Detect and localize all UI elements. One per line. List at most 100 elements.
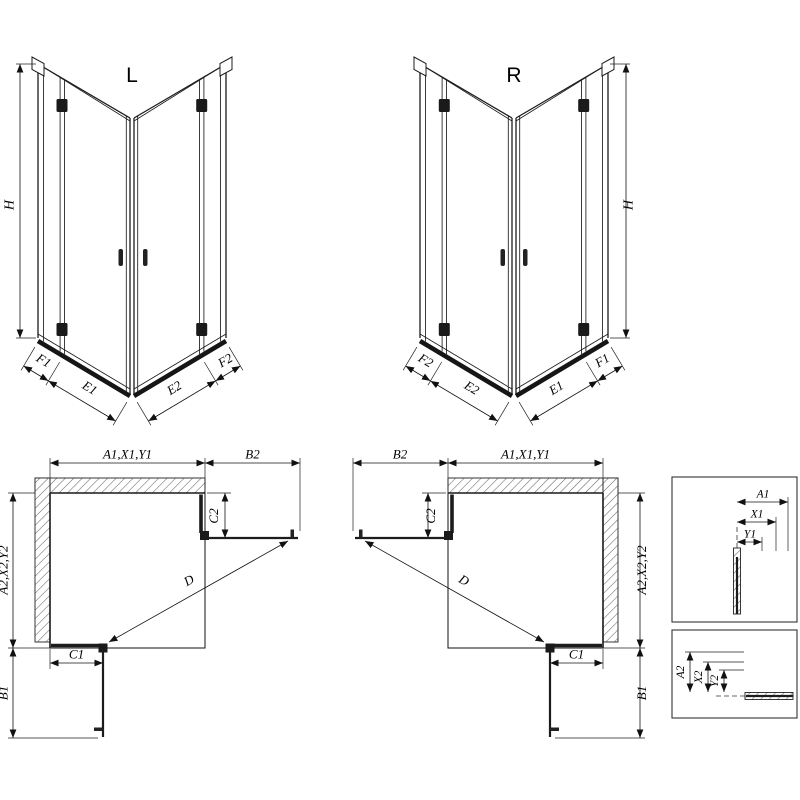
handle-icon — [118, 249, 123, 266]
dim-label-f2: F2 — [415, 350, 436, 371]
hinge-icon — [196, 99, 208, 112]
hinge-icon — [200, 531, 209, 540]
tray-wall-edges — [49, 492, 205, 648]
door-handles — [118, 249, 148, 266]
dim-label-d: D — [456, 571, 473, 589]
door-hinges — [438, 99, 590, 336]
dim-label-e1: E1 — [545, 377, 566, 398]
fixed-glass-segments — [51, 494, 203, 648]
hinge-icon — [56, 99, 68, 112]
dimension-c1: C1 — [549, 647, 604, 669]
wall-profile-flag-left — [31, 56, 45, 77]
dim-label-c2: C2 — [206, 508, 221, 524]
shower-tray — [447, 492, 604, 649]
dim-label-b1: B1 — [0, 686, 11, 700]
dim-label-e2: E2 — [163, 377, 184, 398]
glass-panel-edges — [419, 66, 609, 392]
fixed-glass-segments — [450, 494, 602, 648]
dim-label-e2: E2 — [461, 377, 482, 398]
front-view-right: R H F2 E2 — [402, 56, 637, 426]
dimension-a1: A1,X1,Y1 — [49, 447, 206, 490]
dim-label-e1: E1 — [79, 377, 100, 398]
dimension-x1: X1 — [737, 509, 777, 551]
wall-top — [34, 477, 206, 494]
dim-label-f1: F1 — [591, 350, 612, 371]
dimension-bottom-left-chain: F2 E2 — [402, 346, 510, 426]
hinge-icon — [438, 99, 450, 112]
dim-label-c1: C1 — [569, 647, 584, 662]
detail-wall-profile-top: A1 X1 Y1 — [671, 476, 798, 623]
dim-label-a2x2y2: A2,X2,Y2 — [0, 545, 11, 596]
dim-label-c2: C2 — [423, 508, 438, 524]
handle-icon — [290, 529, 294, 539]
wall-right — [602, 477, 619, 643]
view-label-right: R — [506, 64, 521, 87]
dimension-a2: A2 — [675, 651, 744, 692]
handle-icon — [523, 249, 528, 266]
hinge-icon — [438, 323, 450, 336]
dim-label-h: H — [3, 199, 18, 211]
handle-icon — [94, 727, 103, 731]
dimension-y1: Y1 — [737, 529, 763, 551]
dim-label-x1: X1 — [750, 509, 764, 521]
dim-label-b2: B2 — [393, 447, 408, 462]
plan-view-left: D A1,X1,Y1 B2 C2 A2,X2,Y2 B1 — [0, 447, 301, 739]
dimension-height: H — [610, 63, 637, 339]
dim-label-f2: F2 — [214, 350, 235, 371]
door-handles — [500, 249, 528, 266]
wall-top — [447, 477, 619, 494]
detail-frame — [671, 629, 798, 719]
dimension-diagonal: D — [108, 540, 289, 643]
front-view-left: L H F1 E1 — [3, 56, 244, 426]
dimension-c2: C2 — [422, 492, 446, 539]
dim-label-a1x1y1: A1,X1,Y1 — [500, 447, 550, 462]
dim-label-h: H — [622, 199, 637, 211]
dimension-height: H — [3, 63, 36, 339]
hinge-icon — [578, 99, 590, 112]
dimension-y2: Y2 — [709, 669, 744, 692]
glass-panel-edges — [37, 66, 227, 392]
dimension-a1: A1 — [737, 489, 789, 551]
dim-label-a1: A1 — [756, 489, 770, 501]
dim-label-x2: X2 — [693, 670, 705, 684]
handle-icon — [550, 727, 559, 731]
tray-threshold — [418, 339, 610, 398]
dimension-b1: B1 — [0, 648, 98, 739]
wall-left — [34, 477, 51, 643]
wall-profile-flag-right — [219, 56, 233, 77]
dim-label-y2: Y2 — [709, 675, 721, 687]
enclosure-outline — [419, 63, 609, 394]
plan-view-right: D B2 A1,X1,Y1 C2 A2,X2,Y2 B1 — [352, 447, 649, 739]
handle-icon — [359, 529, 363, 539]
hinge-icon — [578, 323, 590, 336]
dimension-a1: A1,X1,Y1 — [447, 447, 604, 490]
handle-icon — [143, 249, 148, 266]
dimension-c1: C1 — [49, 647, 104, 669]
hinge-icon — [196, 323, 208, 336]
dimension-a2: A2,X2,Y2 — [603, 492, 649, 649]
dim-label-b2: B2 — [245, 447, 260, 462]
handle-icon — [500, 249, 505, 266]
wall-profile-flag-right — [601, 56, 615, 77]
dimension-bottom-right-chain: E1 F1 — [518, 346, 626, 426]
shower-tray — [49, 492, 206, 649]
detail-wall-profile-bottom: A2 X2 Y2 — [671, 629, 798, 719]
dimension-diagonal: D — [364, 540, 545, 643]
dimension-bottom-left-chain: F1 E1 — [20, 346, 128, 426]
dim-label-a2: A2 — [675, 665, 687, 679]
dim-label-d: D — [180, 571, 197, 589]
enclosure-outline — [37, 63, 227, 394]
dimension-bottom-right-chain: E2 F2 — [136, 346, 244, 426]
dimension-x2: X2 — [693, 661, 744, 692]
hinge-icon — [98, 643, 108, 653]
dim-label-y1: Y1 — [744, 529, 756, 541]
dimension-b2: B2 — [352, 447, 448, 531]
hinge-icon — [56, 323, 68, 336]
tray-wall-edges — [448, 492, 604, 648]
dim-label-a1x1y1: A1,X1,Y1 — [102, 447, 152, 462]
dimension-c2: C2 — [206, 492, 231, 539]
door-hinges — [56, 99, 208, 336]
tray-threshold — [36, 339, 228, 398]
